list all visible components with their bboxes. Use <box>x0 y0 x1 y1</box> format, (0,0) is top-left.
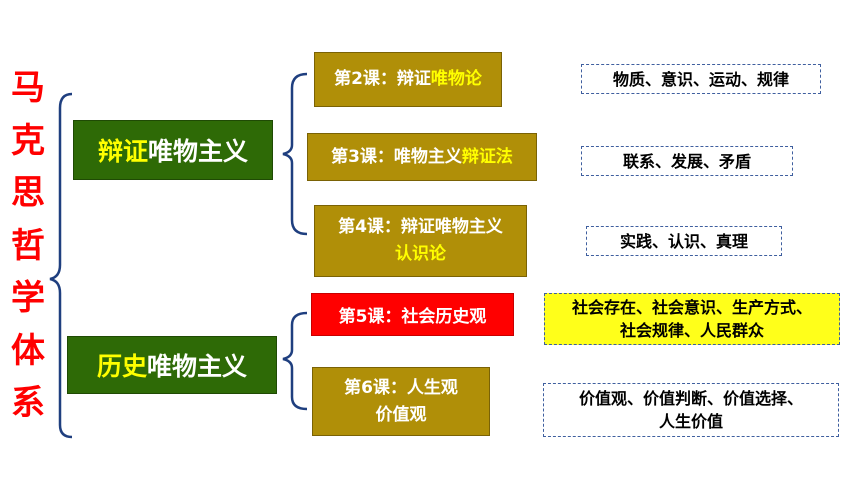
lesson-label: 第2课：辩证 <box>334 69 431 89</box>
branch-highlight: 辩证 <box>97 137 148 166</box>
keywords-lesson-2: 物质、意识、运动、规律 <box>581 64 821 94</box>
branch-label: 唯物主义 <box>147 352 248 381</box>
lesson-label: 第6课：人生观 <box>344 377 458 398</box>
keyword-text: 物质、意识、运动、规律 <box>612 69 789 89</box>
lower-bracket <box>282 311 308 411</box>
main-bracket <box>49 92 73 439</box>
lesson-label: 第4课：辩证唯物主义 <box>338 217 503 237</box>
branch-highlight: 历史 <box>96 352 147 381</box>
title-char: 体 <box>11 330 45 371</box>
keywords-lesson-5: 社会存在、社会意识、生产方式、 社会规律、人民群众 <box>544 293 840 345</box>
keywords-lesson-4: 实践、认识、真理 <box>586 226 782 256</box>
upper-bracket <box>282 72 308 236</box>
keywords-lesson-6: 价值观、价值判断、价值选择、 人生价值 <box>543 383 839 437</box>
branch-label: 唯物主义 <box>148 137 249 166</box>
lesson-4-box: 第4课：辩证唯物主义 认识论 <box>314 205 527 277</box>
keyword-text: 人生价值 <box>658 412 723 431</box>
title-char: 系 <box>11 383 45 423</box>
title-char: 思 <box>11 173 45 213</box>
keyword-text: 实践、认识、真理 <box>619 231 748 251</box>
branch-dialectical-materialism: 辩证唯物主义 <box>73 120 273 180</box>
lesson-highlight: 辩证法 <box>461 146 513 167</box>
lesson-label: 第5课：社会历史观 <box>338 307 487 327</box>
title-char: 马 <box>11 68 45 108</box>
title-char: 哲 <box>11 225 45 266</box>
lesson-6-box: 第6课：人生观 价值观 <box>312 367 490 436</box>
lesson-highlight: 认识论 <box>395 244 446 264</box>
lesson-highlight: 唯物论 <box>430 69 482 89</box>
vertical-title: 马 克 思 哲 学 体 系 <box>6 62 50 430</box>
branch-historical-materialism: 历史唯物主义 <box>67 336 277 394</box>
lesson-2-box: 第2课：辩证唯物论 <box>314 52 502 107</box>
keyword-text: 联系、发展、矛盾 <box>622 151 751 171</box>
keyword-text: 社会规律、人民群众 <box>619 321 764 340</box>
lesson-5-box: 第5课：社会历史观 <box>311 293 514 336</box>
keyword-text: 社会存在、社会意识、生产方式、 <box>571 298 812 317</box>
lesson-label: 价值观 <box>375 404 427 425</box>
title-char: 学 <box>11 278 45 318</box>
keywords-lesson-3: 联系、发展、矛盾 <box>581 146 793 176</box>
lesson-3-box: 第3课：唯物主义辩证法 <box>307 133 537 181</box>
title-char: 克 <box>11 120 45 161</box>
lesson-label: 第3课：唯物主义 <box>331 146 462 167</box>
keyword-text: 价值观、价值判断、价值选择、 <box>578 389 803 408</box>
